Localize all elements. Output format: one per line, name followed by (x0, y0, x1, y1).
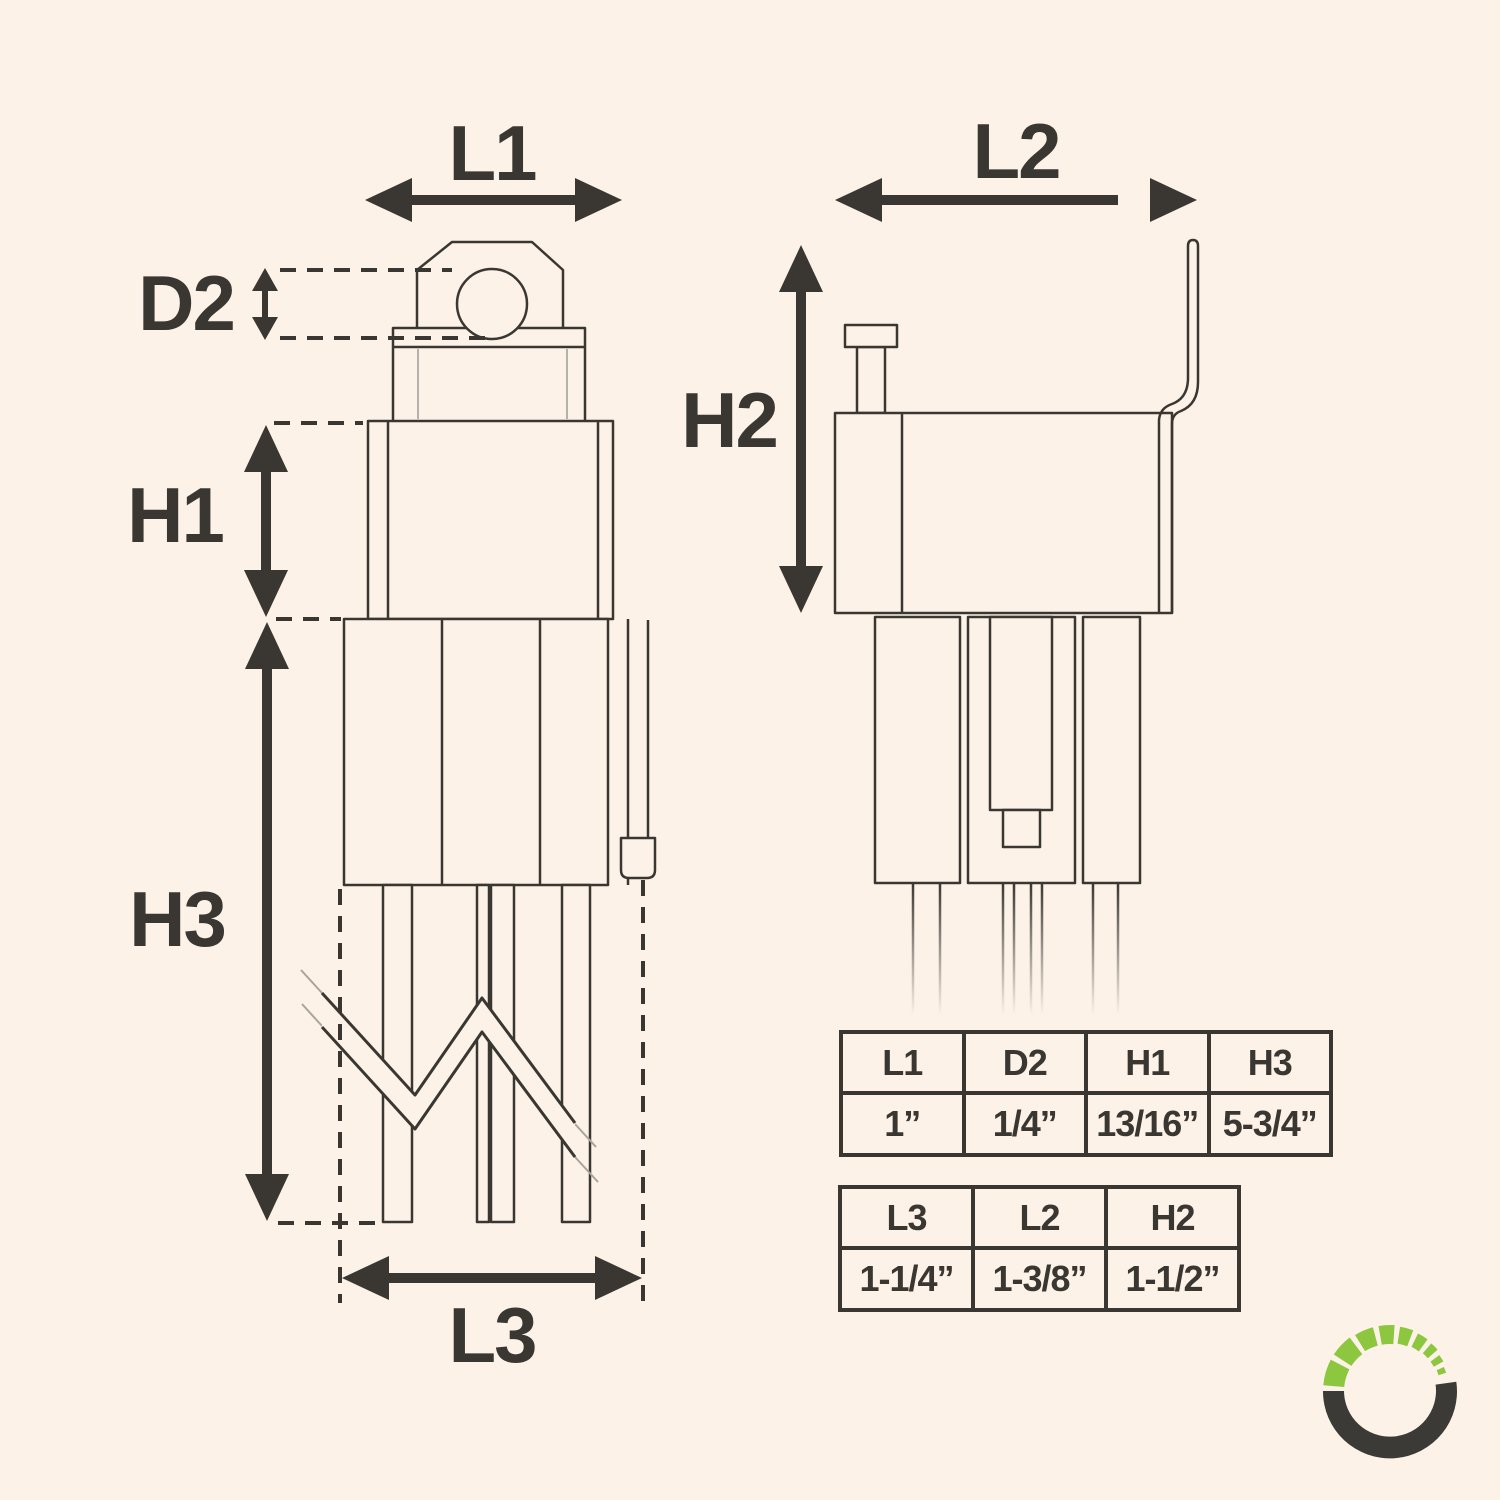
spec-value: 1/4” (961, 1091, 1088, 1157)
l2-label: L2 (972, 107, 1061, 195)
spec-header: L2 (971, 1185, 1108, 1250)
spec-table-front: L1 D2 H1 H3 1” 1/4” 13/16” 5-3/4” (839, 1030, 1333, 1157)
tab-hole (455, 267, 529, 341)
d2-arrow (252, 268, 278, 340)
connector-side-right (1081, 615, 1142, 885)
spec-value: 1-1/2” (1104, 1246, 1241, 1312)
connector-slot (988, 615, 1054, 812)
connector-side-left (873, 615, 962, 885)
collar (391, 326, 587, 425)
l1-label: L1 (448, 109, 537, 197)
stud-cap (843, 323, 899, 349)
wire (560, 883, 592, 1224)
mounting-tab-side (1186, 238, 1200, 247)
fading-wires (911, 883, 1120, 1015)
side-view-drawing (833, 238, 1200, 1015)
spec-value: 1-3/8” (971, 1246, 1108, 1312)
h3-label: H3 (129, 875, 227, 963)
spec-table-side: L3 L2 H2 1-1/4” 1-3/8” 1-1/2” (838, 1185, 1241, 1312)
h1-label: H1 (127, 471, 225, 559)
spec-value: 1” (839, 1091, 966, 1157)
spec-header: H1 (1084, 1030, 1211, 1095)
l1-arrow (365, 178, 622, 222)
spec-header: L3 (838, 1185, 975, 1250)
dimension-arrows (244, 178, 1197, 1300)
wire (475, 883, 491, 1224)
spec-value: 13/16” (1084, 1091, 1211, 1157)
h2-label: H2 (681, 376, 779, 464)
d2-label: D2 (138, 259, 236, 347)
h1-arrow (244, 425, 288, 617)
connector-body (342, 617, 610, 887)
l3-label: L3 (448, 1291, 537, 1379)
relay-upper-body (366, 419, 615, 621)
spec-value: 5-3/4” (1206, 1091, 1333, 1157)
connector-slot-tip (1001, 808, 1042, 849)
stud-stem (855, 345, 887, 415)
l2-arrow (835, 178, 1197, 222)
spec-header: H2 (1104, 1185, 1241, 1250)
l3-arrow (342, 1256, 642, 1300)
relay-body-side (833, 411, 1174, 615)
extension-lines (274, 268, 645, 1303)
brand-ring-logo-icon (1322, 1324, 1457, 1459)
h2-arrow (779, 245, 823, 613)
h3-arrow (245, 622, 289, 1221)
side-clip-tip (619, 836, 657, 880)
wire-break-symbol (300, 969, 599, 1183)
wire (381, 883, 414, 1224)
front-view-drawing (300, 240, 657, 1224)
spec-header: D2 (961, 1030, 1088, 1095)
spec-header: L1 (839, 1030, 966, 1095)
spec-header: H3 (1206, 1030, 1333, 1095)
spec-value: 1-1/4” (838, 1246, 975, 1312)
logo-green-segments (1323, 1324, 1447, 1387)
